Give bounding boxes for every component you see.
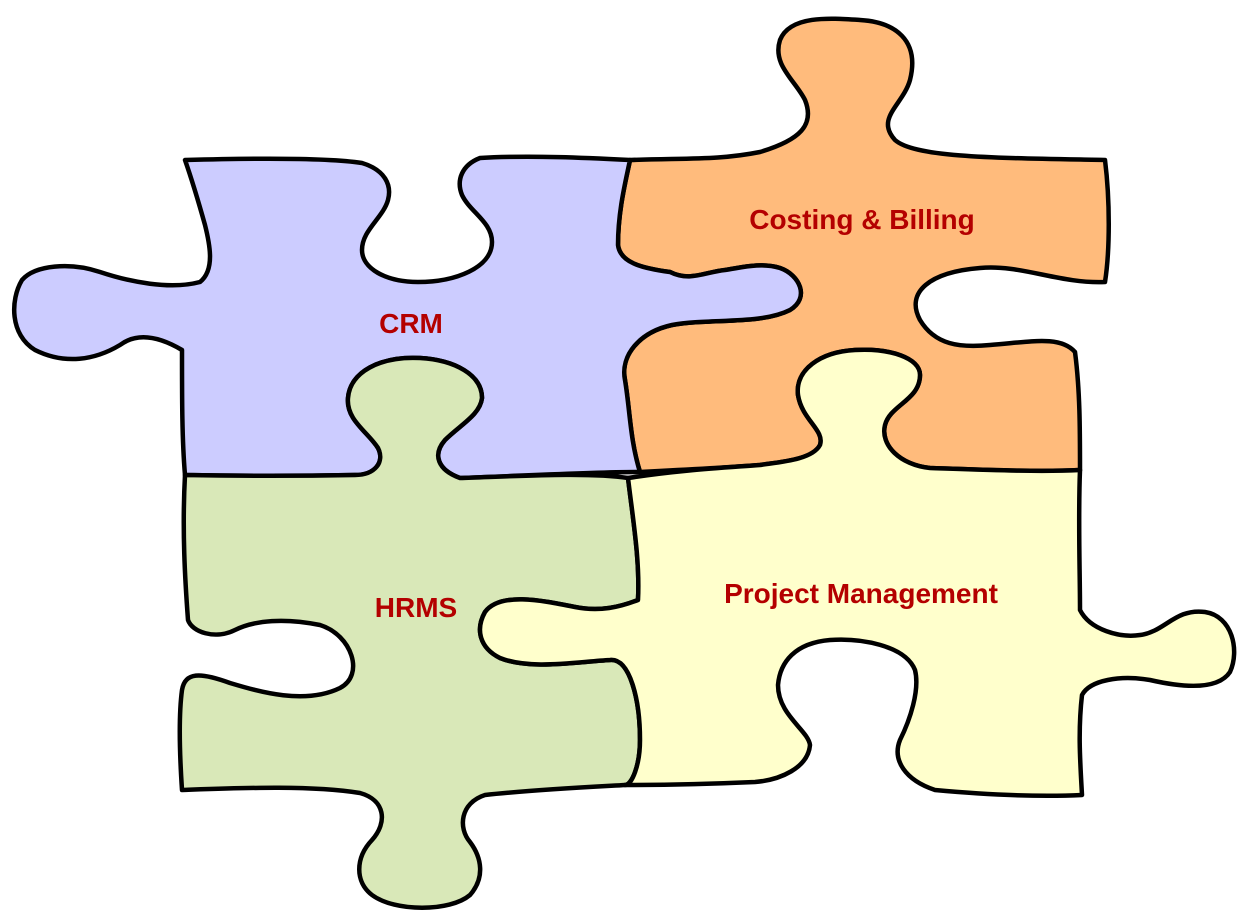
crm-piece (11, 154, 803, 481)
project-management-piece (477, 347, 1237, 799)
crm-label: CRM (379, 308, 443, 339)
hrms-label: HRMS (375, 592, 457, 623)
project-management-label: Project Management (724, 578, 998, 609)
costing-billing-label: Costing & Billing (749, 204, 975, 235)
